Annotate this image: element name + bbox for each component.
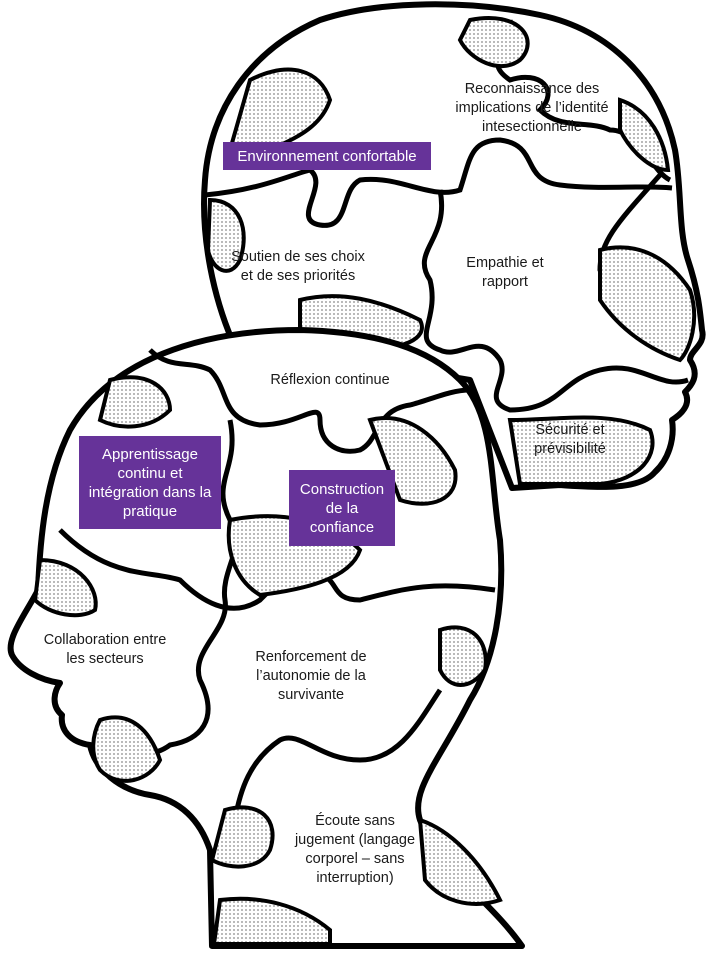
piece-label-empathy-rapport: Empathie et rapport <box>466 255 544 290</box>
piece-label-safety-predictability: Sécurité et prévisibilité <box>534 422 606 457</box>
piece-label-continuous-learning: Apprentissage continu et intégration dan… <box>79 436 221 529</box>
back-head <box>201 1 706 491</box>
piece-label-building-trust: Construction de la confiance <box>289 470 395 546</box>
piece-label-continuous-reflection: Réflexion continue <box>270 372 390 388</box>
piece-label-intersectional-identity: Reconnaissance des implications de l’ide… <box>455 81 609 135</box>
piece-label-nonjudgmental-listening: Écoute sans jugement (langage corporel –… <box>294 813 416 886</box>
piece-label-cross-sector-collaboration: Collaboration entre les secteurs <box>43 632 167 667</box>
piece-label-comfortable-environment: Environnement confortable <box>223 142 431 170</box>
piece-label-support-choices: Soutien de ses choix et de ses priorités <box>231 249 365 284</box>
piece-label-survivor-autonomy: Renforcement de l’autonomie de la surviv… <box>255 649 367 703</box>
